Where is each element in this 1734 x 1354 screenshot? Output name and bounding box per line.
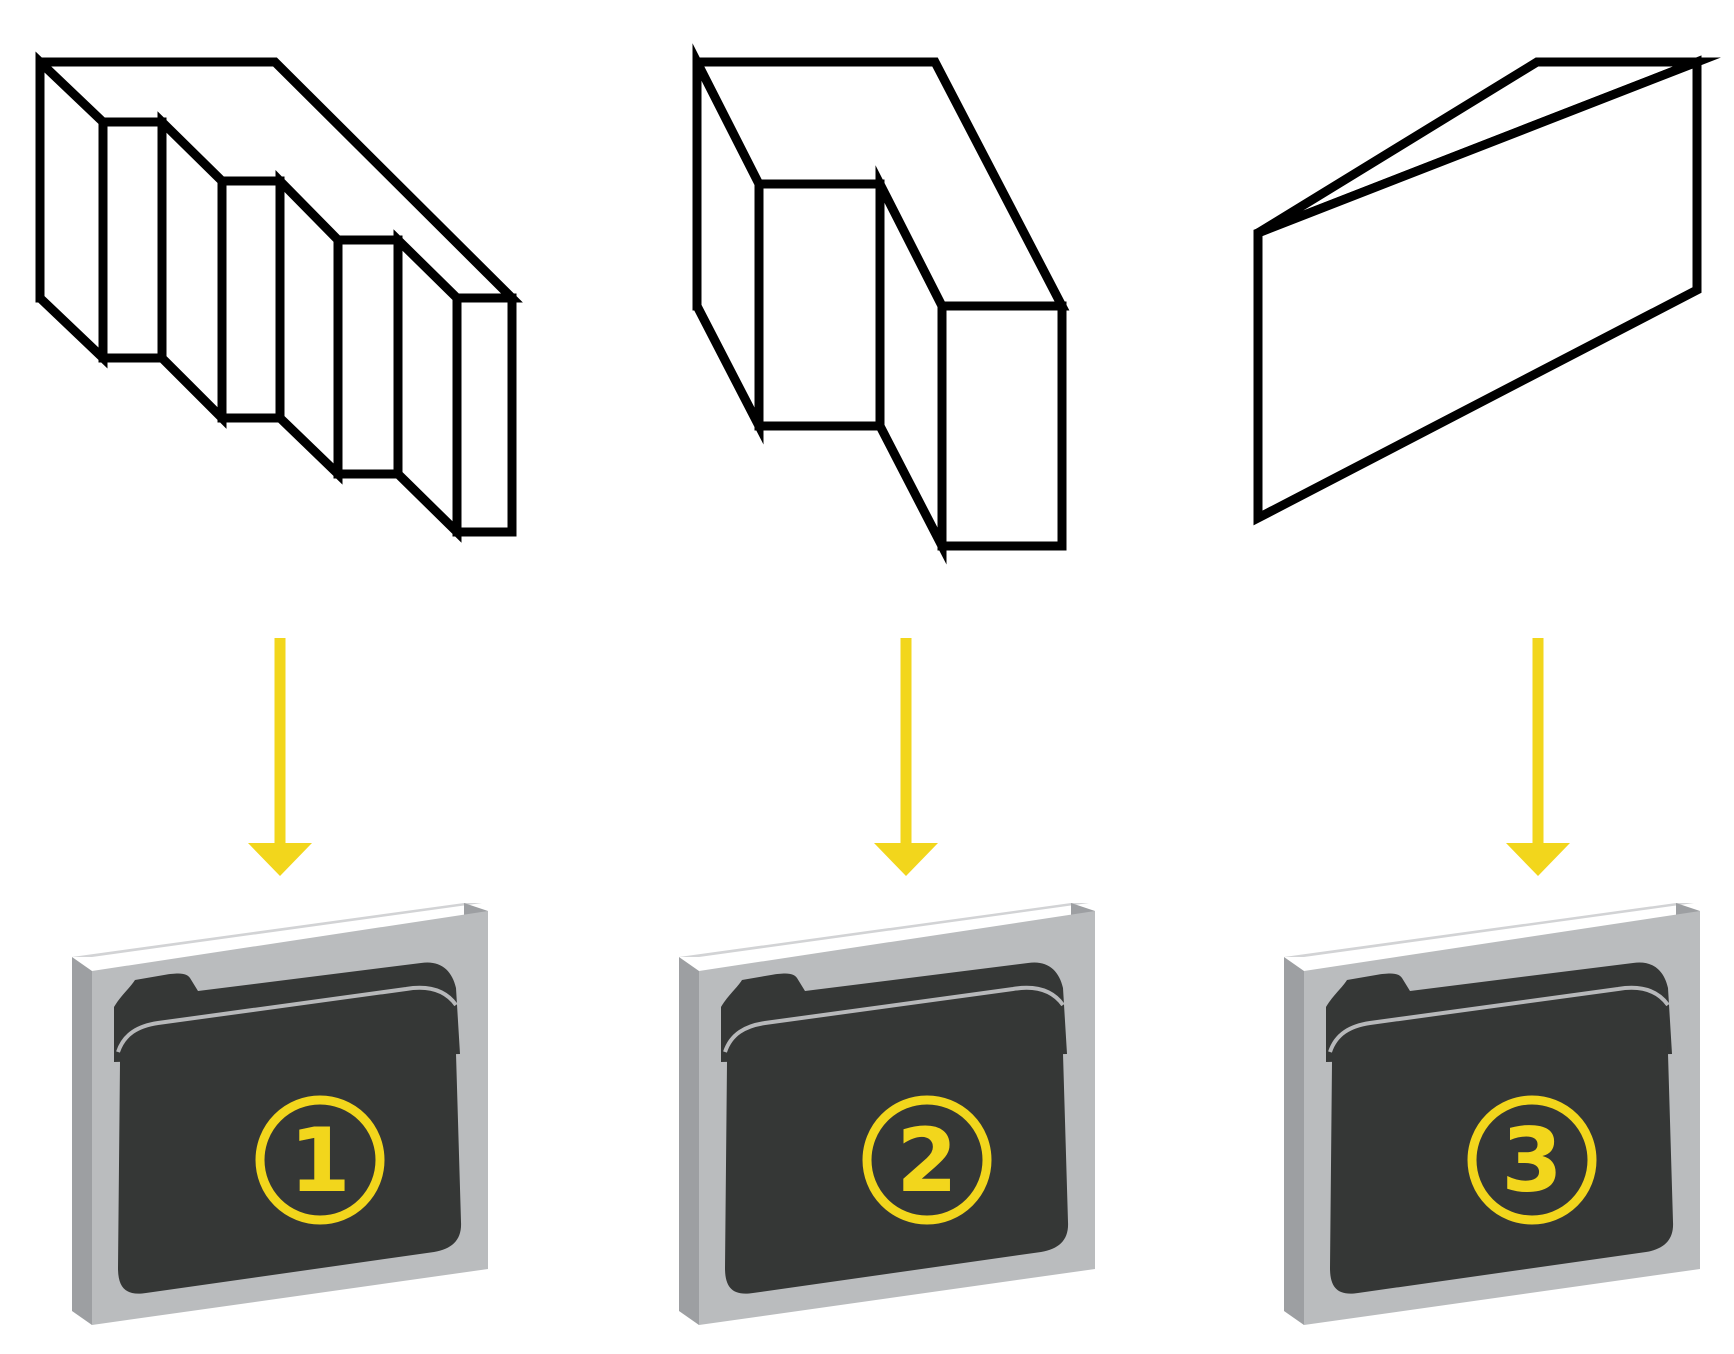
number-badge: 3	[1501, 1109, 1562, 1212]
number-badge-ring	[255, 1095, 385, 1225]
number-badge: 2	[896, 1109, 957, 1212]
folder-tile-2: 2	[679, 903, 1095, 1325]
number-badge-ring	[1467, 1095, 1597, 1225]
folder-icon	[721, 962, 1069, 1294]
folder-tile-1: 1	[72, 903, 488, 1325]
l-shaped-block-icon	[692, 43, 1070, 565]
folder-icon	[1326, 962, 1674, 1294]
stepped-block-icon	[35, 51, 523, 543]
folder-icon	[114, 962, 462, 1294]
arrow-down-icon	[248, 638, 312, 876]
number-badge: 1	[289, 1109, 350, 1212]
arrow-down-icon	[874, 638, 938, 876]
wedge-block-icon	[1253, 55, 1721, 526]
arrow-down-icon	[1506, 638, 1570, 876]
folder-tile-3: 3	[1284, 903, 1700, 1325]
number-badge-ring	[862, 1095, 992, 1225]
